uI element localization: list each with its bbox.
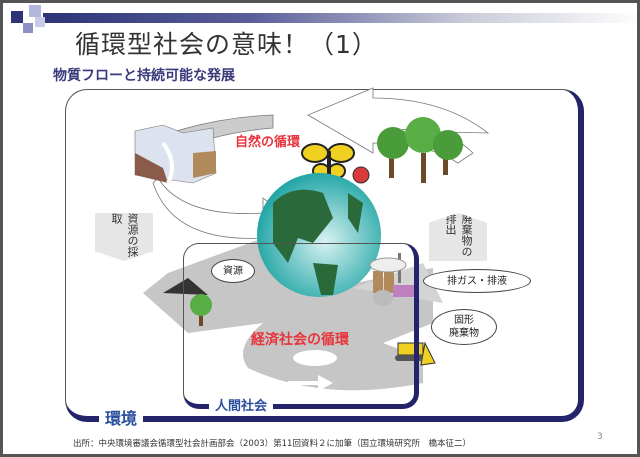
decor-square: [11, 11, 23, 23]
source-footnote: 出所：中央環境審議会循環型社会計画部会（2003）第11回資料２に加筆（国立環境…: [73, 439, 471, 449]
gas-liquid-bubble: 排ガス・排液: [423, 269, 531, 293]
page-number: 3: [597, 432, 603, 442]
forest-image: [377, 117, 463, 183]
environment-box: [65, 89, 584, 422]
mountain-image: [134, 124, 217, 184]
economy-cycle-label: 経済社会の循環: [251, 332, 349, 348]
ladybug-image: [352, 166, 370, 184]
small-tree-image: [190, 294, 212, 316]
page-title: 循環型社会の意味！（1）: [75, 30, 378, 59]
resources-bubble: 資源: [211, 259, 255, 283]
subtitle: 物質フローと持続可能な発展: [53, 68, 235, 84]
cycle-arrow: [288, 375, 333, 391]
nature-cycle-label: 自然の循環: [235, 135, 301, 150]
factory-image: [369, 253, 418, 306]
human-society-label: 人間社会: [209, 395, 274, 414]
human-society-box: [183, 243, 419, 409]
decor-square: [35, 17, 45, 27]
solid-waste-line1: 固形: [454, 315, 474, 326]
butterfly-image: [301, 143, 355, 179]
resource-extraction-label: 資源の採取: [95, 213, 153, 261]
cycle-hole: [293, 350, 337, 366]
decor-square: [29, 5, 41, 17]
solid-waste-line2: 廃棄物: [449, 328, 479, 339]
waste-discharge-label: 廃棄物の排出: [429, 213, 487, 261]
solid-waste-bubble: 固形 廃棄物: [431, 309, 497, 345]
environment-label: 環境: [99, 405, 144, 429]
header-bar: [43, 13, 637, 23]
decor-square: [23, 23, 33, 33]
coal-image: [163, 278, 208, 295]
